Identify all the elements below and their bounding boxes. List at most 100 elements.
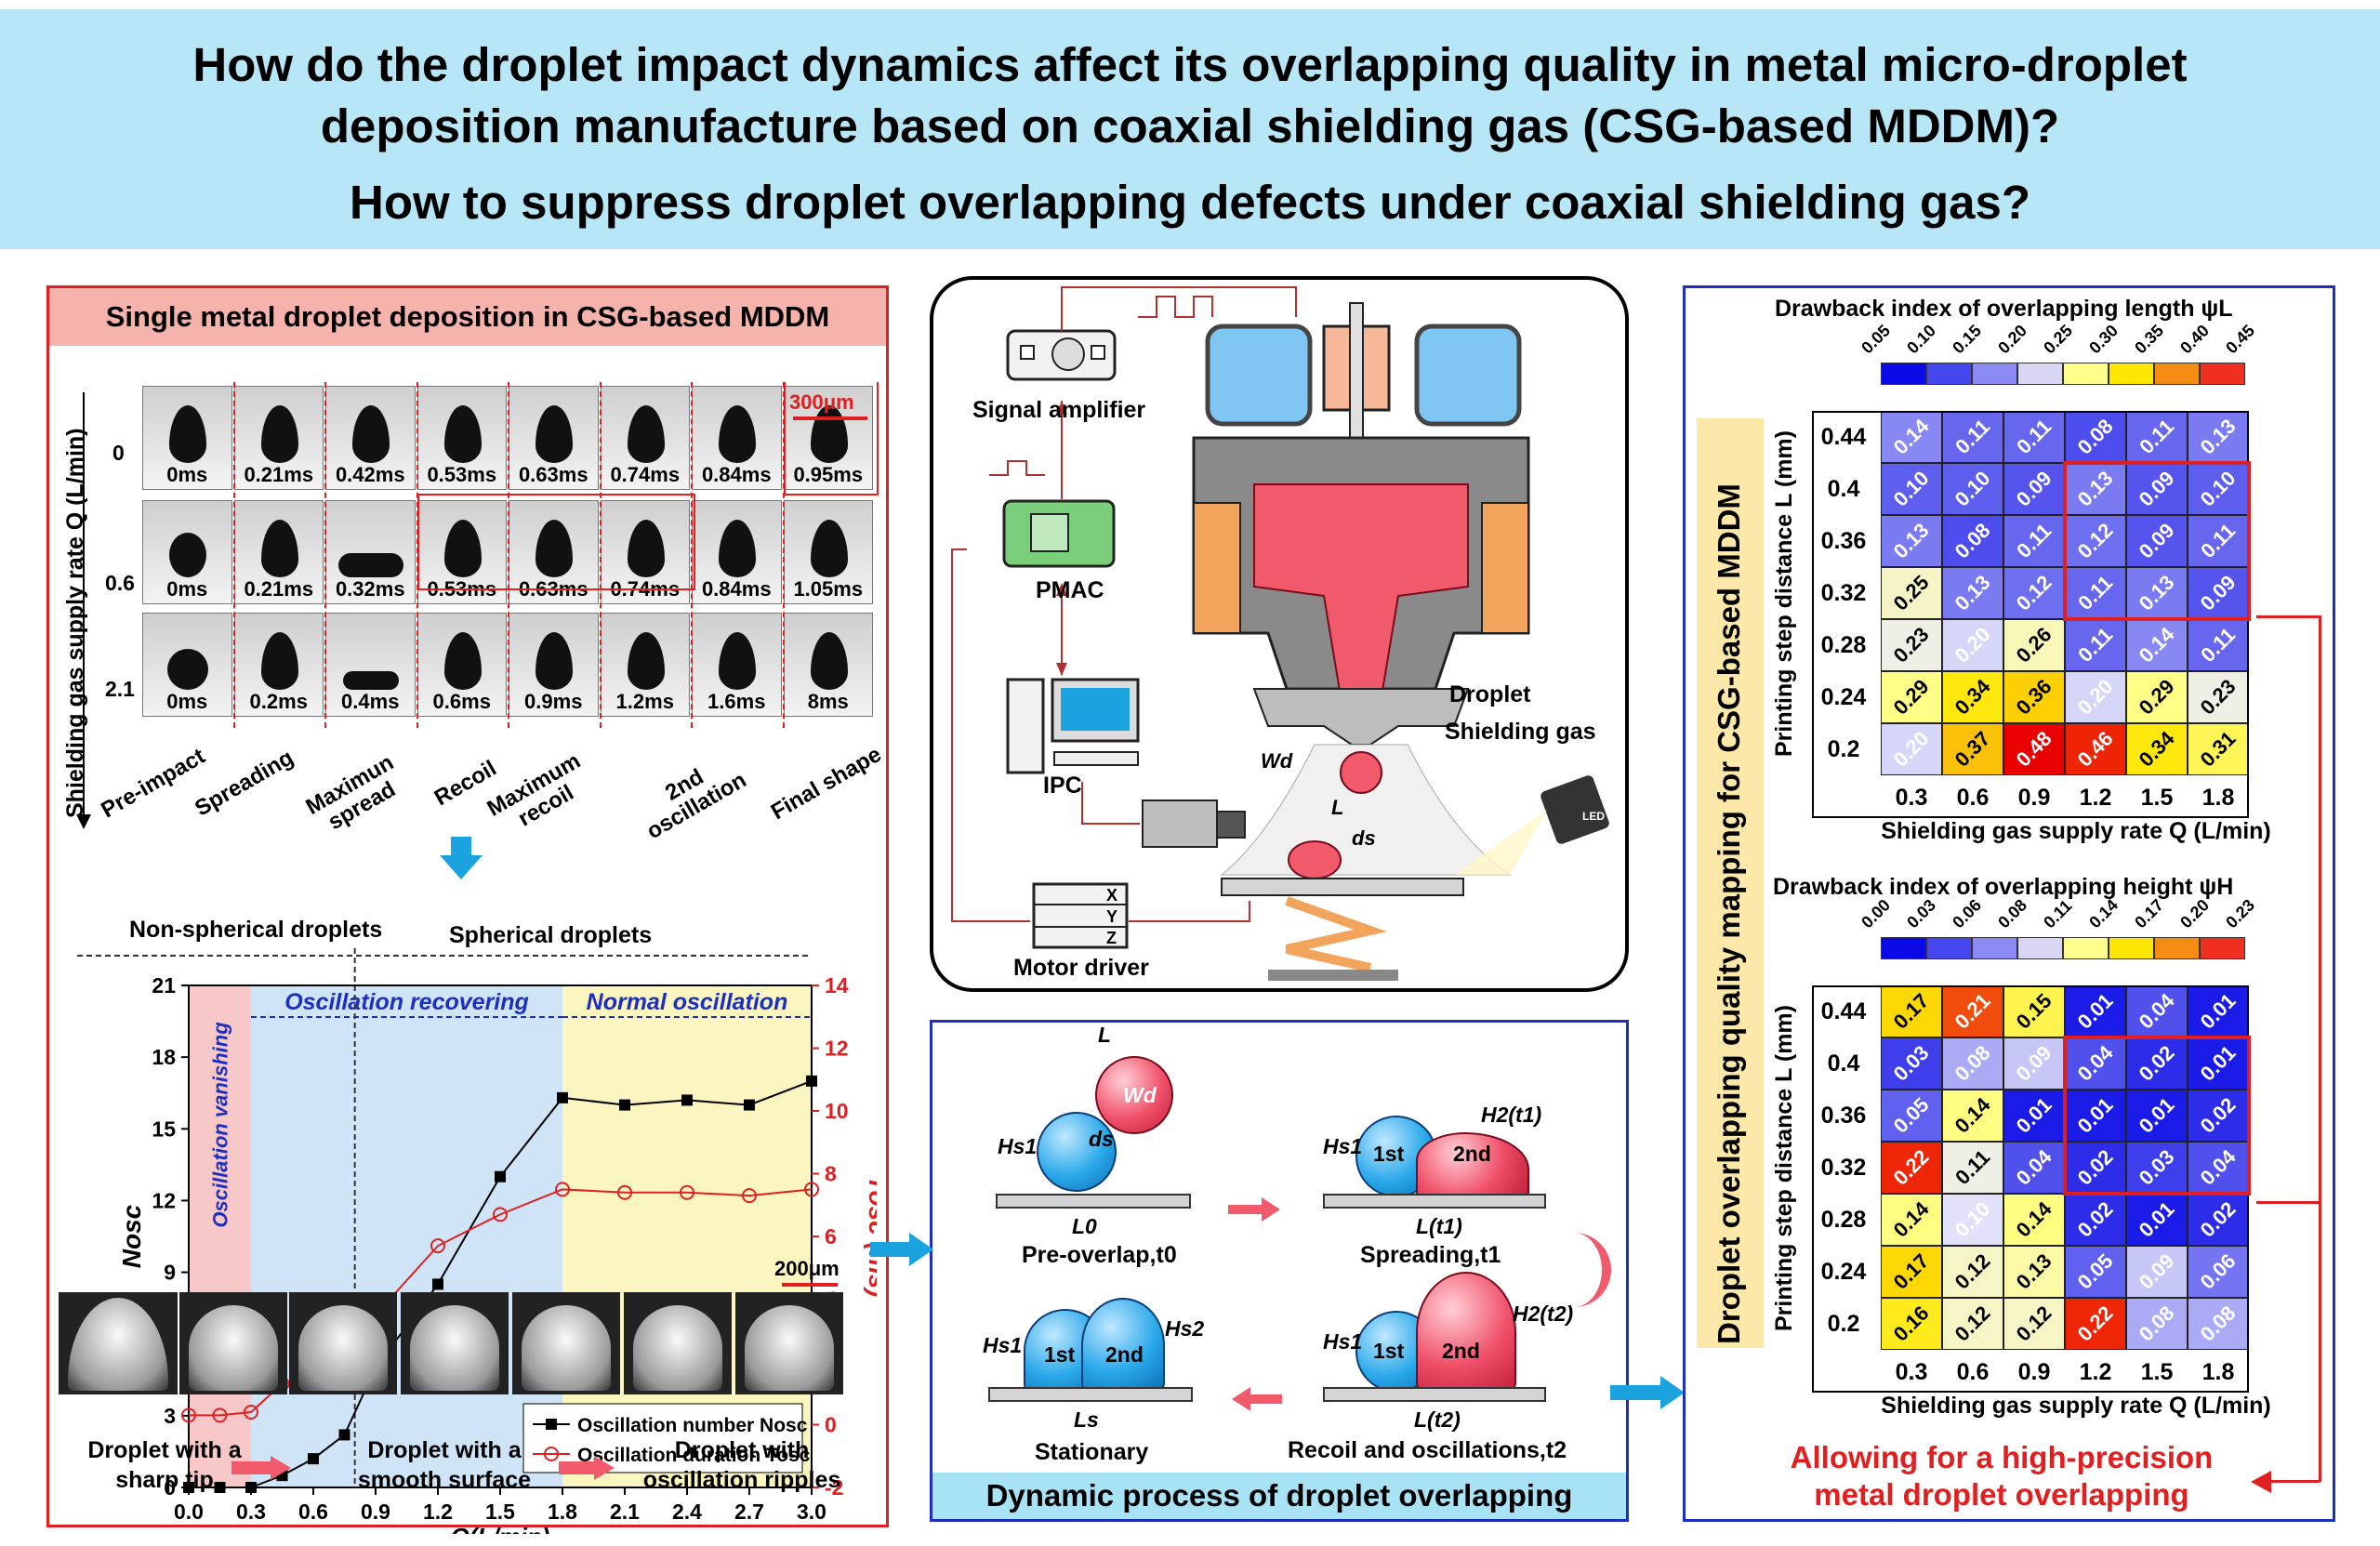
heatmap-cell: 0.02 bbox=[2188, 1194, 2249, 1246]
h2t2-symbol: H2(t2) bbox=[1513, 1302, 1574, 1326]
heatmap-cell: 0.02 bbox=[2065, 1142, 2126, 1194]
droplet-label: Droplet bbox=[1449, 681, 1531, 707]
cell-value: 0.04 bbox=[2134, 988, 2179, 1034]
heatmap-cell: 0.31 bbox=[2188, 723, 2249, 775]
legend-tick-label: 0.11 bbox=[2040, 896, 2076, 932]
pulse-wave-icon bbox=[1138, 296, 1213, 318]
connector-bottom bbox=[2271, 1480, 2320, 1483]
row-label: 0.24 bbox=[1820, 1259, 1867, 1285]
cell-value: 0.46 bbox=[2072, 726, 2118, 772]
y-right-tick-label: 6 bbox=[825, 1224, 837, 1249]
row-label: 0.4 bbox=[1827, 476, 1860, 502]
pink-right-arrow-icon bbox=[1262, 1197, 1280, 1222]
tosc-point bbox=[680, 1184, 694, 1200]
heatmap-cell: 0.14 bbox=[2003, 1194, 2065, 1246]
heatmap-cell: 0.08 bbox=[2065, 411, 2126, 463]
row-label: 0.32 bbox=[1820, 1155, 1867, 1181]
heatmap-cell: 0.05 bbox=[2065, 1246, 2126, 1298]
droplet-silhouette bbox=[260, 405, 298, 463]
time-stamp-label: 0.84ms bbox=[701, 463, 772, 486]
nosc-point bbox=[806, 1075, 817, 1087]
axis-x-label: X bbox=[1106, 886, 1118, 905]
legend-swatch bbox=[2109, 363, 2154, 385]
heatmap-cell: 0.11 bbox=[2065, 619, 2126, 671]
cell-value: 0.08 bbox=[1950, 1040, 1995, 1086]
heatmap-cell: 0.15 bbox=[2003, 985, 2065, 1037]
heatmap-cell: 0.17 bbox=[1881, 1246, 1942, 1298]
rate-label-2: 2.1 bbox=[105, 677, 135, 701]
down-arrow-icon bbox=[76, 814, 91, 829]
row-label: 0.2 bbox=[1827, 1311, 1860, 1337]
pink-arrow-icon-1 bbox=[271, 1456, 291, 1480]
tosc-point bbox=[181, 1407, 196, 1423]
y-right-tick-label: 0 bbox=[825, 1413, 837, 1437]
nosc-point bbox=[495, 1170, 506, 1183]
time-stamp-label: 0.84ms bbox=[701, 577, 772, 601]
droplet-silhouette bbox=[443, 632, 482, 690]
zone-label-recovering: Oscillation recovering bbox=[284, 989, 529, 1015]
stage-label: Maximun spread bbox=[301, 749, 401, 836]
cell-value: 0.34 bbox=[2134, 726, 2179, 772]
camera-icon bbox=[1142, 799, 1218, 848]
cell-value: 0.11 bbox=[2196, 623, 2241, 667]
x-tick-label: 1.8 bbox=[548, 1500, 577, 1524]
droplet-silhouette bbox=[343, 671, 400, 690]
stage-label: Final shape bbox=[766, 741, 886, 826]
legend-tick-label: 0.14 bbox=[2085, 895, 2122, 932]
cell-value: 0.13 bbox=[2195, 414, 2241, 459]
first-droplet-pre bbox=[1037, 1112, 1117, 1192]
heatmap-cell: 0.14 bbox=[2126, 619, 2188, 671]
x-tick-label: 3.0 bbox=[797, 1500, 826, 1524]
cell-value: 0.01 bbox=[2195, 988, 2241, 1034]
cell-value: 0.37 bbox=[1950, 726, 1995, 772]
row-label: 0.36 bbox=[1820, 528, 1867, 554]
heatmap-cell: 0.29 bbox=[2126, 671, 2188, 723]
col-label: 0.6 bbox=[1956, 1359, 1990, 1385]
legend-label: Oscillation duration Tosc bbox=[577, 1445, 811, 1466]
substrate-stationary bbox=[988, 1387, 1193, 1402]
cell-value: 0.08 bbox=[2195, 1301, 2241, 1346]
legend-tick-label: 0.05 bbox=[1858, 321, 1895, 358]
col-label: 0.9 bbox=[2017, 785, 2051, 811]
cell-value: 0.10 bbox=[1950, 466, 1995, 511]
droplet-photo: 0.4ms bbox=[325, 613, 416, 717]
connector-vertical bbox=[2319, 615, 2321, 1482]
time-stamp-label: 0ms bbox=[166, 463, 208, 486]
y-axis-arrow-line bbox=[83, 392, 85, 820]
heatmap-cell: 0.01 bbox=[2003, 1090, 2065, 1142]
legend-tick-label: 0.35 bbox=[2131, 321, 2168, 358]
cell-value: 0.13 bbox=[2011, 1249, 2056, 1294]
substrate-spread bbox=[1323, 1194, 1546, 1209]
heatmap-cell: 0.23 bbox=[1881, 619, 1942, 671]
droplet-silhouette bbox=[810, 520, 848, 577]
legend-tick-label: 0.10 bbox=[1903, 321, 1940, 358]
x-tick-label: 2.4 bbox=[672, 1500, 702, 1524]
title-banner: How do the droplet impact dynamics affec… bbox=[0, 9, 2380, 249]
heatmap-cell: 0.08 bbox=[2126, 1298, 2188, 1350]
col-label: 0.3 bbox=[1895, 785, 1928, 811]
cell-value: 0.20 bbox=[1950, 622, 1995, 667]
heatmap-cell: 0.11 bbox=[2188, 619, 2249, 671]
l0-symbol: L0 bbox=[1072, 1214, 1097, 1238]
droplet-photo: 0.63ms bbox=[509, 386, 599, 490]
time-stamp-label: 0.95ms bbox=[793, 463, 864, 486]
time-stamp-label: 0ms bbox=[166, 577, 208, 601]
heatmap-cell: 0.22 bbox=[1881, 1142, 1942, 1194]
heatmap-cell: 0.22 bbox=[2065, 1298, 2126, 1350]
heatmap-cell: 0.11 bbox=[2065, 567, 2126, 619]
cell-value: 0.02 bbox=[2072, 1196, 2118, 1242]
heatmap-cell: 0.20 bbox=[1942, 619, 2003, 671]
droplet-photo: 0ms bbox=[142, 386, 232, 490]
droplet-photo: 0.2ms bbox=[233, 613, 324, 717]
heatmap-cell: 0.10 bbox=[1942, 463, 2003, 515]
blue-right-arrow-icon-1 bbox=[909, 1233, 933, 1266]
droplet-silhouette bbox=[810, 632, 848, 690]
heatmap-cell: 0.20 bbox=[2065, 671, 2126, 723]
legend-swatch bbox=[1881, 363, 1926, 385]
bottom-droplet-photo bbox=[624, 1292, 732, 1394]
hs2-symbol: Hs2 bbox=[1165, 1316, 1205, 1341]
time-stamp-label: 0.21ms bbox=[244, 577, 314, 601]
nosc-point bbox=[744, 1099, 755, 1111]
heatmap-cell: 0.01 bbox=[2065, 985, 2126, 1037]
ds-label: ds bbox=[1352, 826, 1376, 850]
